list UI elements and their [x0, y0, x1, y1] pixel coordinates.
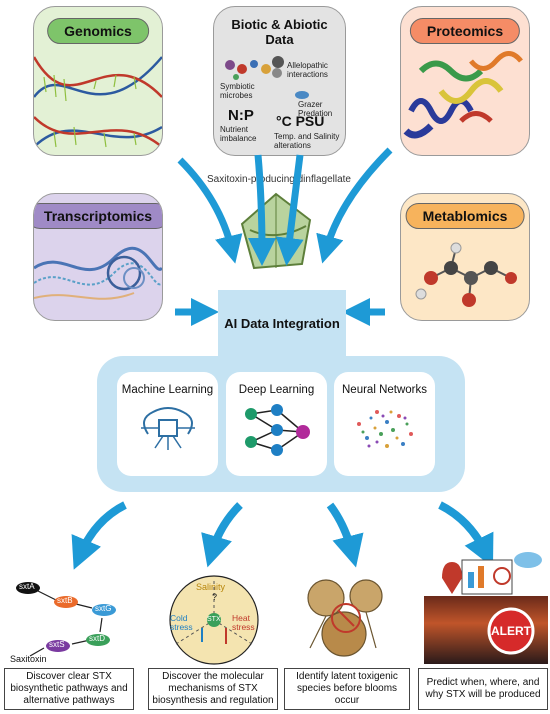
machine-learning-box: Machine Learning: [117, 372, 218, 476]
organism-label: Saxitoxin-producing dinflagellate: [207, 174, 351, 185]
outcome-mechanisms-text: Discover the molecular mechanisms of STX…: [152, 671, 274, 706]
alert-label: ALERT: [491, 624, 531, 638]
proteomics-pill: Proteomics: [409, 18, 521, 44]
genomics-card: Genomics: [33, 6, 163, 156]
question-mark: ?: [212, 592, 218, 602]
mechanism-circle: [169, 575, 259, 665]
neural-networks-box: Neural Networks: [334, 372, 435, 476]
ai-integration-label: AI Data Integration: [224, 316, 340, 331]
allelopathic-label: Allelopathic interactions: [287, 61, 328, 79]
cold-stress-label: Cold stress: [170, 613, 193, 632]
protein-structure-illustration: [403, 51, 523, 139]
dashboard-icon: [442, 552, 542, 595]
pathway-node-sxtG: sxtG: [95, 604, 112, 613]
genomics-pill: Genomics: [47, 18, 149, 44]
ai-integration-header-box: [218, 290, 346, 362]
outcome-mechanisms: Discover the molecular mechanisms of STX…: [148, 668, 278, 710]
rna-illustration: [34, 246, 162, 300]
latent-species-illustration: [307, 579, 383, 657]
metablomics-card: Metablomics: [400, 193, 530, 321]
circuit-brain-icon: [140, 407, 195, 450]
node-sxtS: [46, 640, 70, 652]
outcome-species-text: Identify latent toxigenic species before…: [296, 671, 398, 706]
transcriptomics-pill: Transcriptomics: [34, 203, 162, 229]
node-sxtA: [16, 582, 40, 594]
node-sxtB: [54, 596, 78, 608]
transcriptomics-card: Transcriptomics: [33, 193, 163, 321]
proteomics-card: Proteomics: [400, 6, 530, 156]
grazer-label: Grazer Predation: [298, 100, 333, 118]
outcome-predict-text: Predict when, where, and why STX will be…: [425, 677, 541, 700]
biotic-title: Biotic & Abiotic Data: [231, 17, 328, 47]
biotic-abiotic-card: Biotic & Abiotic Data Symbiotic microbes…: [213, 6, 346, 156]
salinity-label: Salinity: [196, 582, 226, 592]
outcome-pathways-text: Discover clear STX biosynthetic pathways…: [10, 671, 128, 706]
network-graph-icon: [244, 404, 310, 456]
temp-label: Temp. and Salinity alterations: [274, 132, 340, 150]
node-sxtD: [86, 634, 110, 646]
node-sxtG: [92, 604, 116, 616]
symbiotic-label: Symbiotic microbes: [220, 82, 255, 100]
saxitoxin-label: Saxitoxin: [10, 654, 47, 664]
metablomics-pill: Metablomics: [405, 203, 525, 229]
alert-badge: [487, 607, 535, 655]
nutrient-label: Nutrient imbalance: [220, 125, 257, 143]
pathway-node-sxtA: sxtA: [19, 582, 35, 591]
allelopathy-icon: [272, 56, 284, 78]
stx-center-label: STX: [207, 616, 221, 623]
pathway-diagram: [16, 582, 116, 657]
np-symbol: N:P: [228, 107, 254, 124]
neural-brain-icon: [356, 410, 413, 448]
pathway-node-sxtB: sxtB: [57, 596, 73, 605]
machine-learning-label: Machine Learning: [121, 384, 214, 396]
neural-networks-label: Neural Networks: [342, 384, 427, 396]
pathway-node-sxtD: sxtD: [89, 634, 105, 643]
outcome-pathways: Discover clear STX biosynthetic pathways…: [4, 668, 134, 710]
heat-stress-label: Heat stress: [232, 613, 255, 632]
grazer-icon: [295, 91, 309, 99]
deep-learning-label: Deep Learning: [238, 384, 315, 396]
deep-learning-box: Deep Learning: [226, 372, 327, 476]
molecule-illustration: [415, 242, 517, 307]
outcome-species: Identify latent toxigenic species before…: [284, 668, 410, 710]
temp-psu-symbol: °C PSU: [276, 113, 325, 129]
dna-helix-illustration: [34, 56, 162, 148]
pathway-node-sxtS: sxtS: [49, 640, 65, 649]
outcome-predict: Predict when, where, and why STX will be…: [418, 668, 548, 710]
microbes-icon: [225, 60, 271, 80]
